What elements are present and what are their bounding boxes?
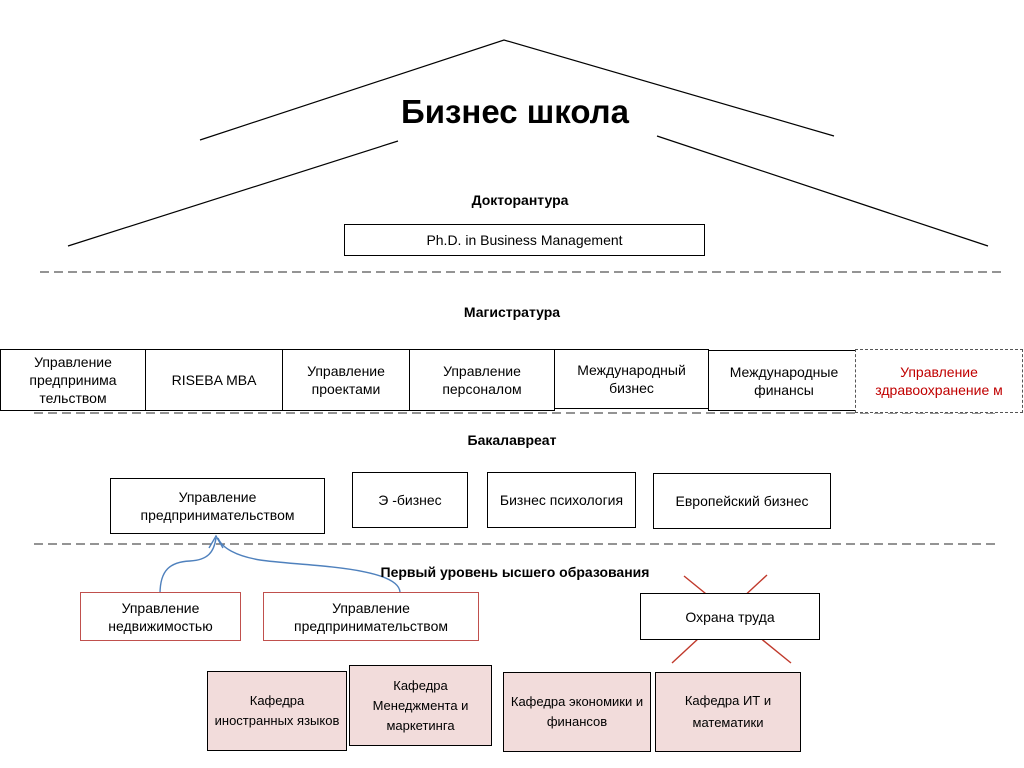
arrow-curve-left bbox=[159, 537, 217, 595]
arrow-head bbox=[208, 534, 224, 549]
program-bachelor-ebusiness: Э -бизнес bbox=[352, 472, 468, 528]
department-it: Кафедра ИТ и математики bbox=[655, 672, 801, 752]
program-bachelor-european: Европейский бизнес bbox=[653, 473, 831, 529]
program-masters-mba: RISEBA MBA bbox=[145, 349, 283, 411]
program-masters-entrepreneurship: Управление предпринима тельством bbox=[0, 349, 146, 411]
department-economics: Кафедра экономики и финансов bbox=[503, 672, 651, 752]
roof-left-slope bbox=[67, 140, 399, 247]
department-languages: Кафедра иностранных языков bbox=[207, 671, 347, 751]
roof-left bbox=[199, 39, 835, 141]
heading-masters: Магистратура bbox=[463, 304, 561, 320]
program-masters-healthcare: Управление здравоохранение м bbox=[855, 349, 1023, 413]
program-masters-intl-finance: Международные финансы bbox=[708, 350, 860, 411]
program-phd: Ph.D. in Business Management bbox=[344, 224, 705, 256]
heading-doctorate: Докторантура bbox=[471, 192, 569, 208]
program-first-labor-safety: Охрана труда bbox=[640, 593, 820, 640]
roof-right-slope bbox=[656, 135, 989, 247]
program-masters-personnel: Управление персоналом bbox=[409, 349, 555, 411]
program-bachelor-psychology: Бизнес психология bbox=[487, 472, 636, 528]
heading-first-level: Первый уровень ысшего образования bbox=[380, 564, 650, 580]
program-masters-projects: Управление проектами bbox=[282, 349, 410, 411]
program-bachelor-entrepreneurship: Управление предпринимательством bbox=[110, 478, 325, 534]
page-title: Бизнес школа bbox=[400, 93, 630, 130]
program-first-entrepreneurship: Управление предпринимательством bbox=[263, 592, 479, 641]
department-management: Кафедра Менеджмента и маркетинга bbox=[349, 665, 492, 746]
program-masters-intl-business: Международный бизнес bbox=[554, 349, 709, 409]
heading-bachelor: Бакалавреат bbox=[467, 432, 557, 448]
arrow-curve-right bbox=[217, 537, 401, 593]
program-first-real-estate: Управление недвижимостью bbox=[80, 592, 241, 641]
